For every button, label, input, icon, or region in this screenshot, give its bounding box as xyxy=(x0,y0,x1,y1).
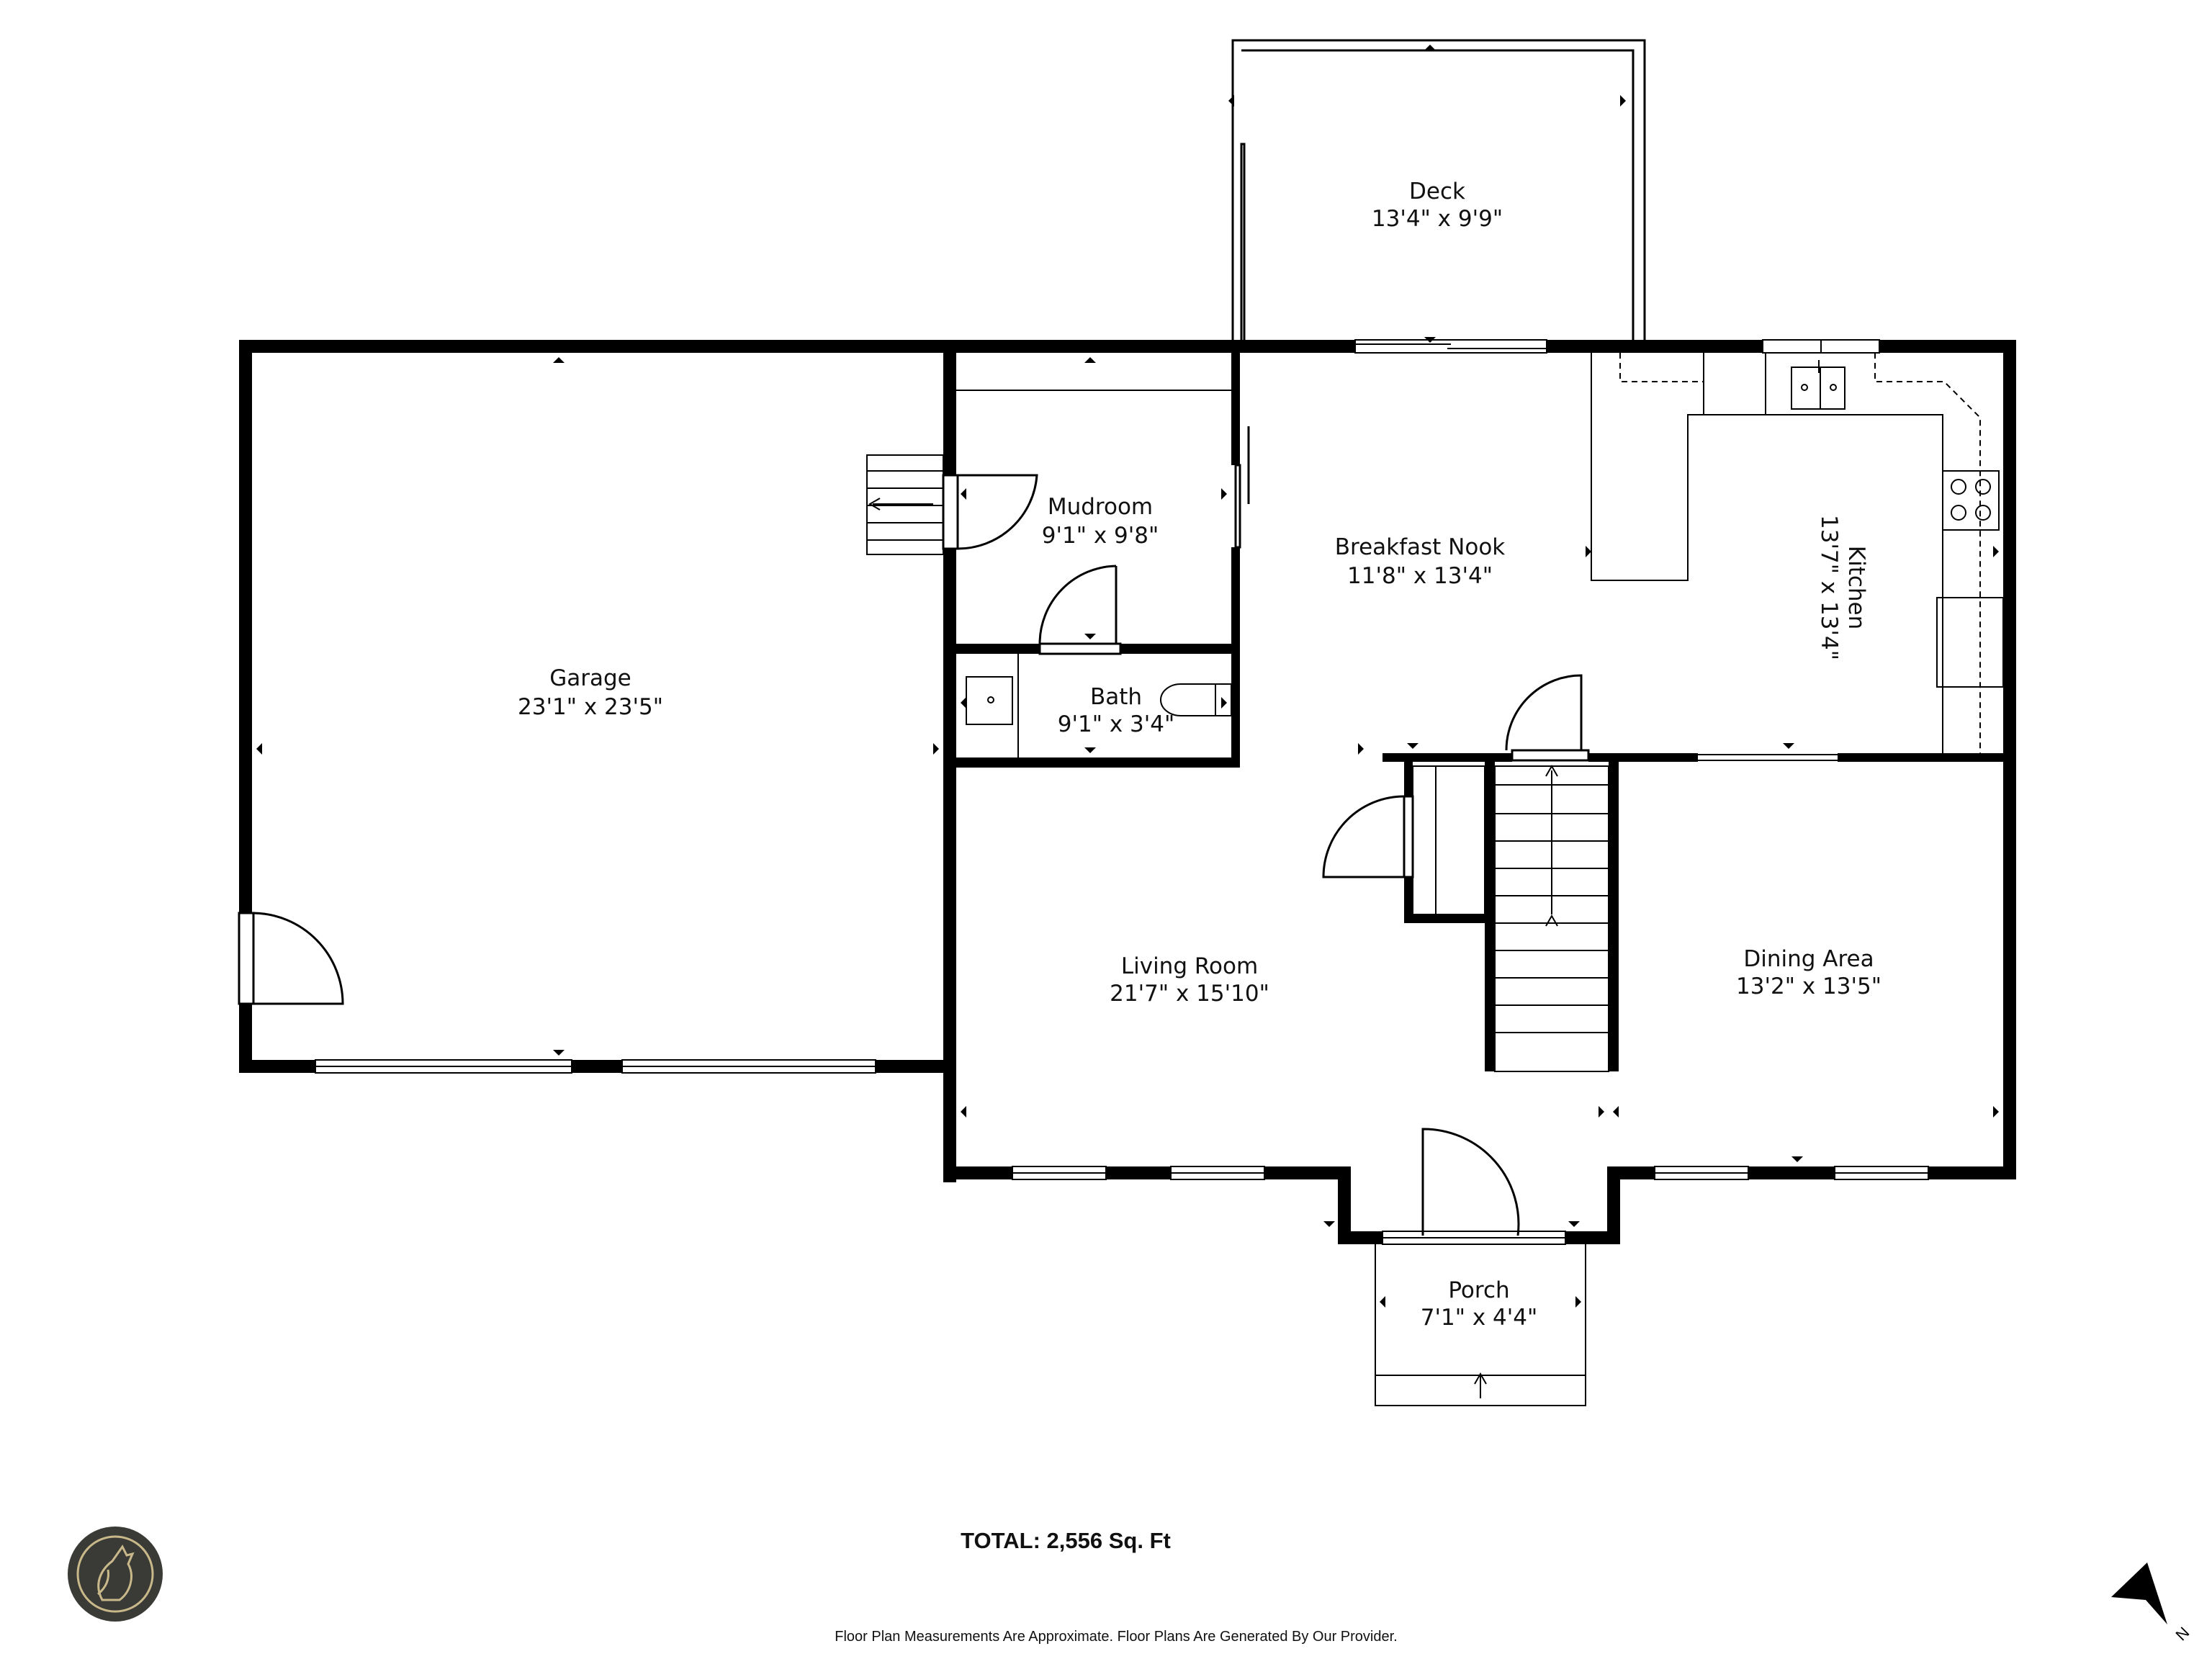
kitchen-size: 13'7" x 13'4" xyxy=(1816,515,1842,660)
dining-area-size: 13'2" x 13'5" xyxy=(1736,974,1881,999)
toilet-icon xyxy=(1160,683,1232,716)
sink-icon xyxy=(966,676,1013,725)
living-room-name: Living Room xyxy=(1121,953,1258,979)
garage-name: Garage xyxy=(549,665,631,691)
dining-area-name: Dining Area xyxy=(1743,946,1874,972)
kitchen-counters xyxy=(1591,353,2004,753)
north-arrow-icon: N xyxy=(2111,1563,2193,1644)
passage-opening xyxy=(1698,754,1838,761)
north-label: N xyxy=(2172,1623,2193,1644)
stairs-icon xyxy=(866,454,1609,1072)
sink-icon xyxy=(1791,360,1845,410)
disclaimer-text: Floor Plan Measurements Are Approximate.… xyxy=(835,1629,1398,1645)
deck-name: Deck xyxy=(1409,179,1465,204)
kitchen-name: Kitchen xyxy=(1843,546,1869,630)
walls xyxy=(239,340,2016,1244)
breakfast-nook-name: Breakfast Nook xyxy=(1335,534,1506,560)
mudroom-size: 9'1" x 9'8" xyxy=(1042,523,1159,549)
room-labels: Deck 13'4" x 9'9" Mudroom 9'1" x 9'8" Br… xyxy=(518,179,1881,1331)
deck-outline xyxy=(1231,39,1646,343)
breakfast-nook-size: 11'8" x 13'4" xyxy=(1347,563,1493,589)
living-room-size: 21'7" x 15'10" xyxy=(1110,981,1269,1007)
logo-icon xyxy=(68,1527,163,1622)
dimension-markers xyxy=(256,45,1999,1308)
total-area: TOTAL: 2,556 Sq. Ft xyxy=(961,1528,1171,1553)
porch-outline xyxy=(1375,1244,1586,1406)
bath-size: 9'1" x 3'4" xyxy=(1058,711,1175,737)
windows xyxy=(315,339,1929,1245)
sliding-door xyxy=(1354,339,1547,354)
garage-size: 23'1" x 23'5" xyxy=(518,694,663,720)
mudroom-name: Mudroom xyxy=(1048,494,1153,520)
porch-name: Porch xyxy=(1448,1277,1509,1303)
door-icon xyxy=(238,426,1590,1236)
bath-name: Bath xyxy=(1090,684,1142,710)
stove-icon xyxy=(1942,470,2000,531)
deck-size: 13'4" x 9'9" xyxy=(1372,206,1503,232)
porch-size: 7'1" x 4'4" xyxy=(1421,1305,1538,1331)
